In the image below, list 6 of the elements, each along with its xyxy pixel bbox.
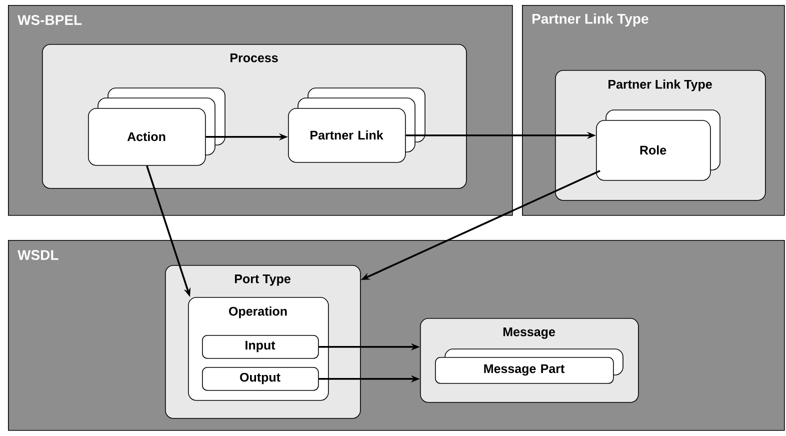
item-box: Output (202, 367, 319, 391)
item-box: Message Part (435, 348, 624, 384)
item-box: Input (202, 335, 319, 359)
stacked-box: Partner Link (288, 88, 426, 163)
stacked-box: Action (88, 88, 226, 166)
stacked-box: Role (596, 110, 720, 181)
